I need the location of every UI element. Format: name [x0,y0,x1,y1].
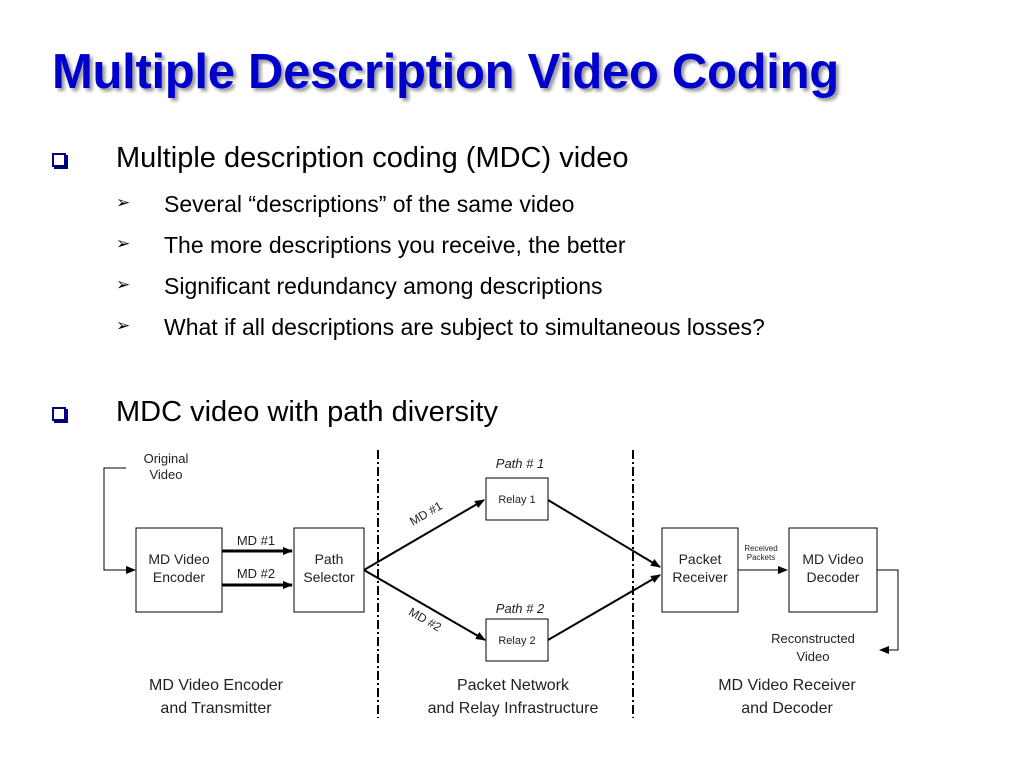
packet-receiver-box [661,527,739,613]
md2-path-label: MD #2 [406,605,444,635]
subbullet-text: Several “descriptions” of the same video [164,191,575,217]
md1-label: MD #1 [237,533,275,548]
square-bullet-icon [52,153,66,167]
relay1-label: Relay 1 [498,494,535,506]
arrow-bullet-icon: ➢ [116,316,131,335]
relay1-box [485,477,549,521]
md-video-encoder-box [135,527,223,613]
subbullet-text: Significant redundancy among description… [164,273,603,299]
subbullet-text: The more descriptions you receive, the b… [164,232,626,258]
relay2-to-receiver-arrow [547,574,661,641]
md-video-decoder-box [788,527,878,613]
relay2-label: Relay 2 [498,635,535,647]
bullet-text: Multiple description coding (MDC) video [116,142,629,174]
decoder-output-arrow [877,569,899,654]
original-video-arrow [103,467,136,574]
arrow-bullet-icon: ➢ [116,193,131,212]
subbullet-text: What if all descriptions are subject to … [164,314,765,340]
path1-label: Path # 1 [496,456,544,471]
slide-title: Multiple Description Video Coding [52,45,839,99]
square-bullet-icon [52,407,66,421]
md2-label: MD #2 [237,566,275,581]
bullet-text: MDC video with path diversity [116,396,498,428]
relay1-to-receiver-arrow [547,499,661,568]
selector-to-relay2-arrow [363,569,486,641]
path2-label: Path # 2 [496,601,545,616]
relay2-box [485,618,549,662]
md1-path-label: MD #1 [407,498,445,528]
selector-to-relay1-arrow [363,499,485,571]
arrow-bullet-icon: ➢ [116,275,131,294]
path-selector-box [293,527,365,613]
arrow-bullet-icon: ➢ [116,234,131,253]
